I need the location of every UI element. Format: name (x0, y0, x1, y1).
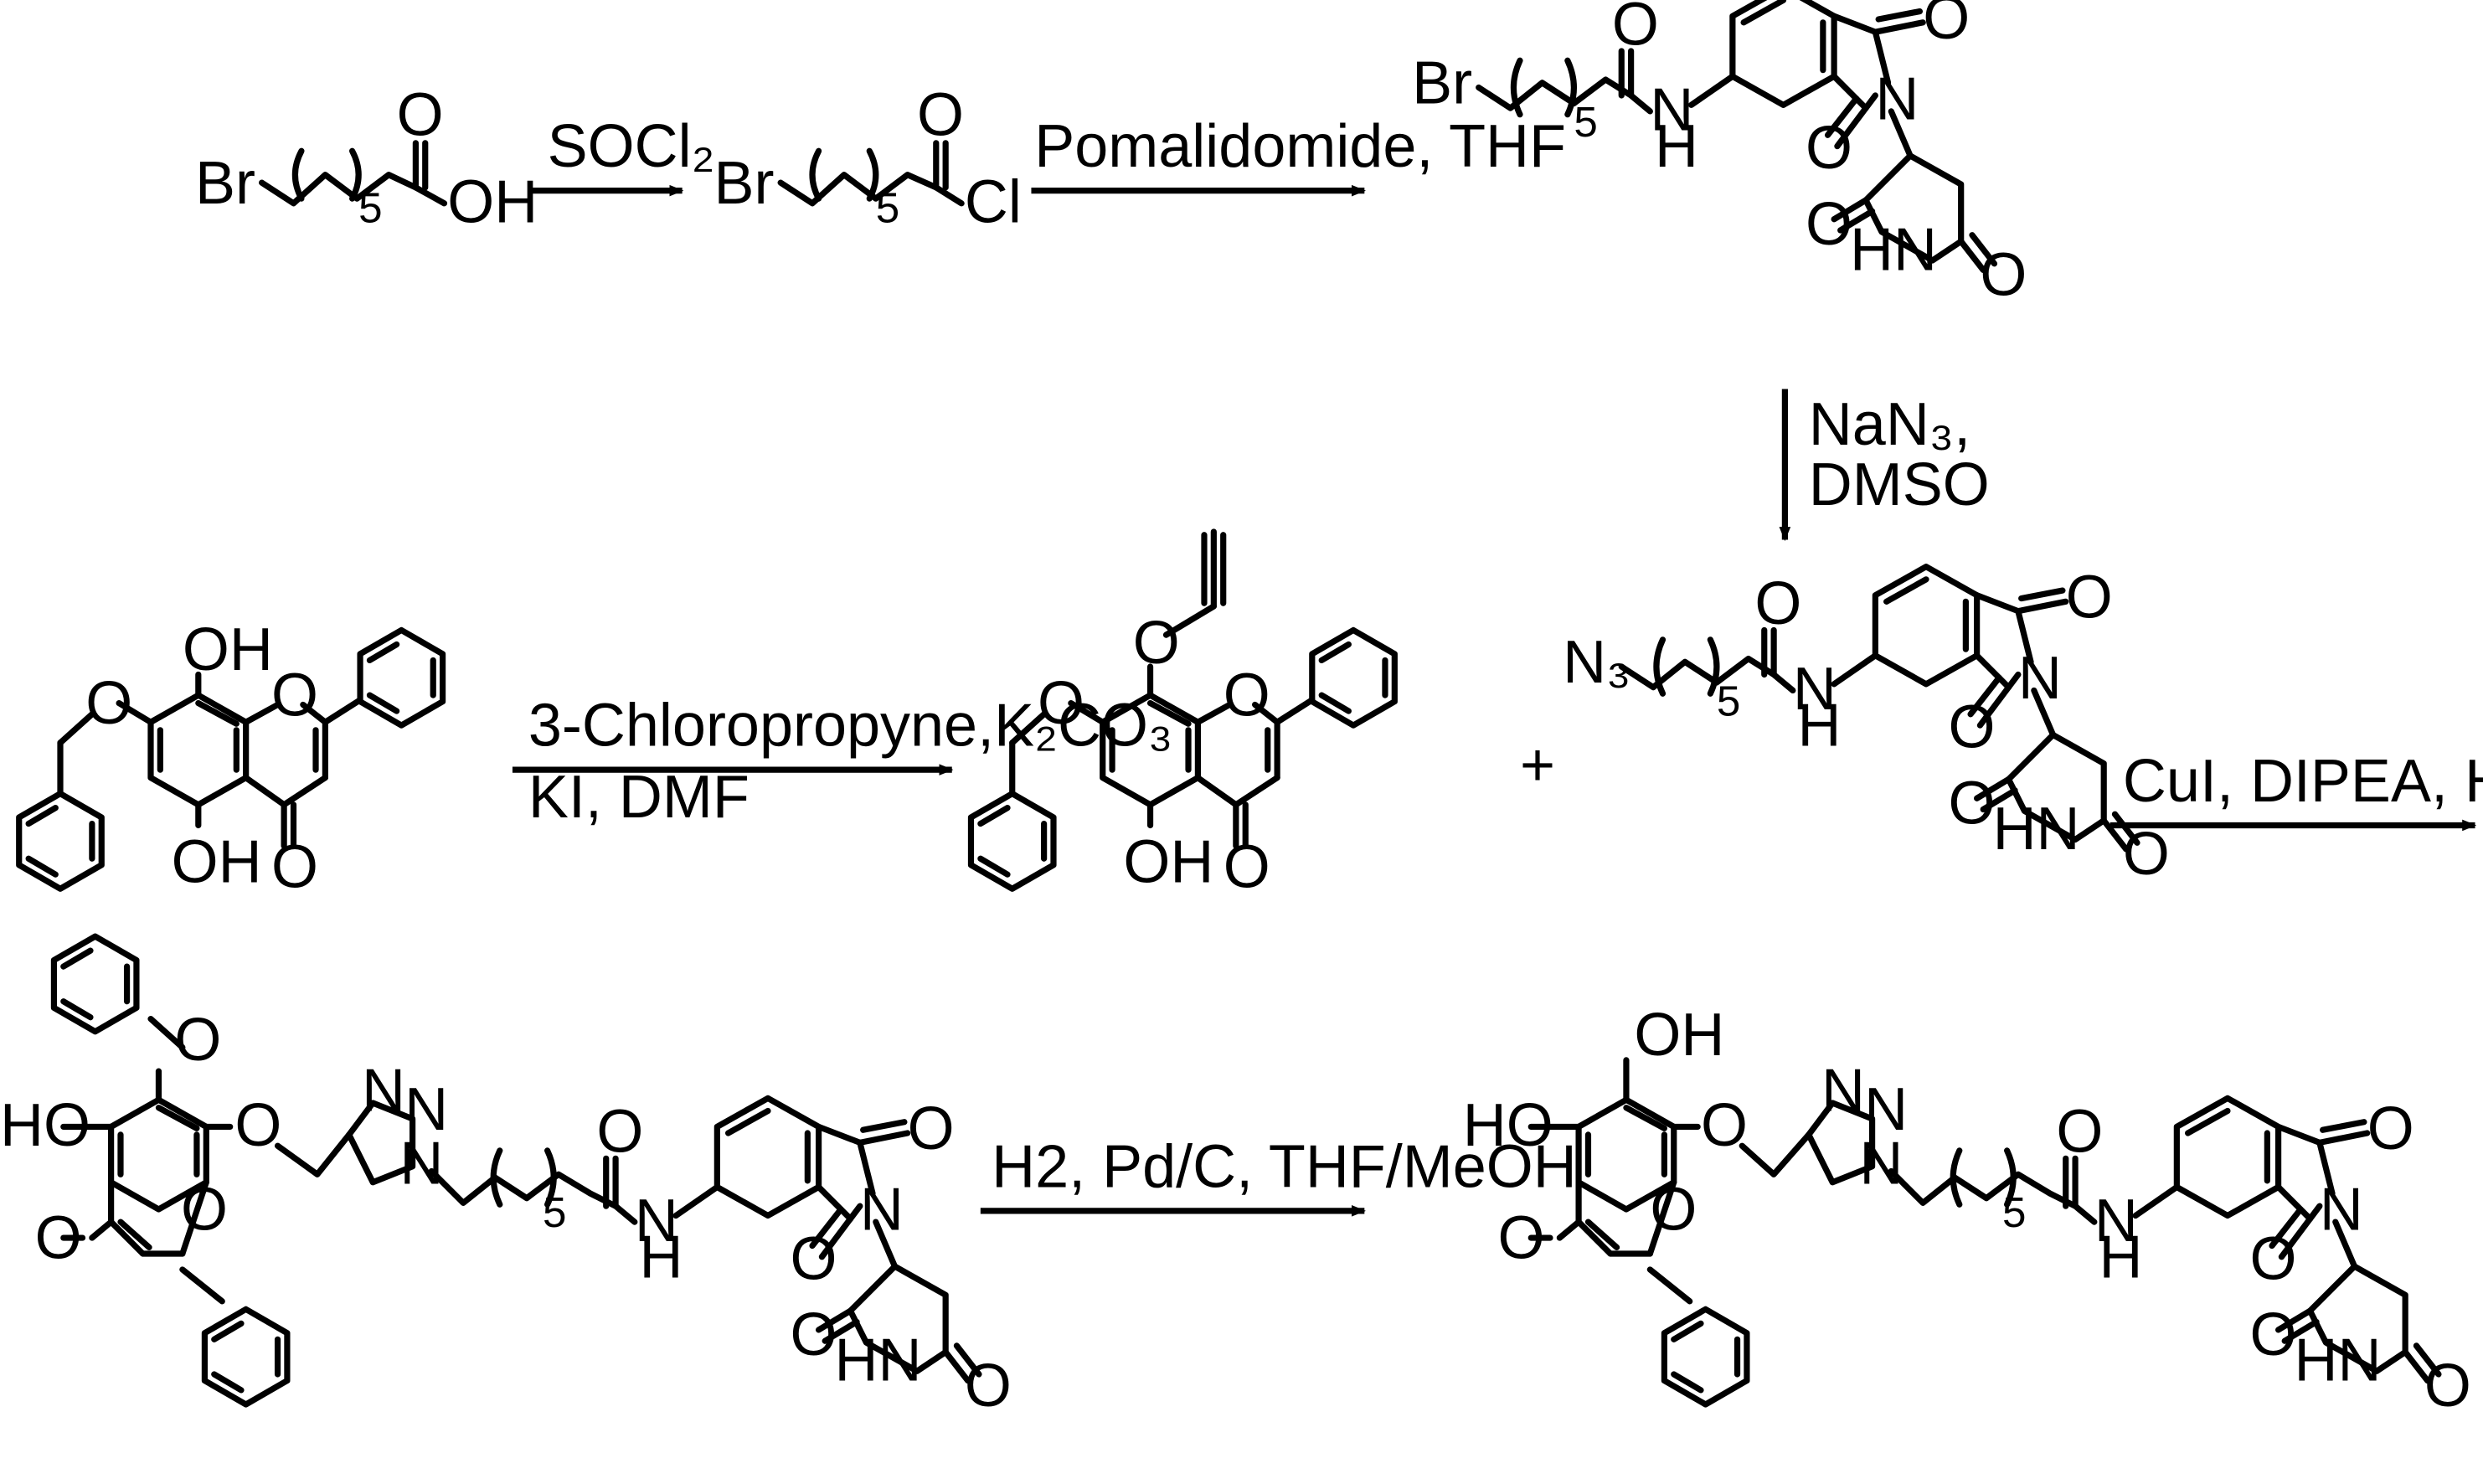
reagent-ki-dmf: KI, DMF (528, 764, 750, 831)
atom-o: O (85, 670, 132, 737)
atom-oh: OH (183, 616, 273, 683)
arrow-step5: CuI, DIPEA, HMPA (2110, 748, 2483, 832)
atom-n: N (1821, 1057, 1865, 1124)
arrow-step2: Pomalidomide, THF (1031, 113, 1566, 197)
arrow-step1: SOCl₂ (531, 113, 715, 197)
atom-o: O (2056, 1099, 2103, 1166)
atom-ho: HO (0, 1092, 90, 1159)
atom-h: H (1655, 113, 1698, 180)
atom-br: Br (195, 150, 255, 217)
azido-pomalidomide-conjugate: N₃ O N H 5 (1563, 564, 2170, 888)
reagent-cui-dipea-hmpa: CuI, DIPEA, HMPA (2123, 748, 2483, 815)
atom-n-triazole: N (1859, 1131, 1903, 1198)
atom-o: O (1701, 1092, 1748, 1159)
reagent-chloropropyne-k2co3: 3-Chloropropyne,K₂CO₃ (528, 693, 1172, 760)
final-product: HO OH O O O N N N O N H 5 (1463, 1002, 2471, 1420)
bromooctanoic-acid: Br O OH 5 (195, 81, 538, 235)
repeat-count: 5 (876, 184, 899, 232)
repeat-count: 5 (1574, 98, 1597, 146)
atom-o: O (596, 1099, 643, 1166)
atom-oh: OH (172, 829, 262, 896)
atom-o: O (1038, 670, 1084, 737)
atom-br: Br (714, 150, 775, 217)
atom-o: O (234, 1092, 281, 1159)
atom-oh: OH (447, 169, 538, 236)
repeat-count: 5 (1717, 678, 1740, 725)
arrow-step4: 3-Chloropropyne,K₂CO₃ KI, DMF (512, 693, 1172, 831)
atom-n: N (2094, 1188, 2138, 1255)
atom-o: O (1754, 570, 1801, 637)
atom-o-ring: O (181, 1177, 228, 1244)
benzyl-protected-triazole-conjugate: HO O O O O N N N O N H 5 (0, 936, 1012, 1420)
atom-cl: Cl (965, 169, 1022, 236)
atom-n3: N₃ (1563, 629, 1630, 696)
atom-o: O (397, 81, 444, 148)
propargyloxy-flavone: O OH O (971, 528, 1394, 900)
reagent-dmso: DMSO (1809, 451, 1990, 518)
repeat-count: 5 (543, 1188, 566, 1236)
atom-h: H (1798, 693, 1842, 760)
arrow-step6: H2, Pd/C, THF/MeOH (980, 1133, 1577, 1217)
atom-oh: OH (1634, 1002, 1724, 1069)
arrow-step3: NaN₃, DMSO (1779, 389, 1990, 542)
reagent-nan3: NaN₃, (1809, 391, 1970, 458)
plus-sign: + (1520, 732, 1555, 799)
atom-o: O (1133, 610, 1180, 677)
atom-o-ring: O (1650, 1177, 1697, 1244)
atom-o: O (1612, 0, 1659, 58)
benzyloxy-dihydroxyflavone: OH OH O (19, 616, 443, 901)
atom-n: N (404, 1076, 448, 1143)
atom-n-triazole: N (399, 1131, 443, 1198)
bromo-pomalidomide-conjugate: Br O N H 5 (1412, 0, 2027, 309)
atom-n: N (635, 1188, 678, 1255)
atom-o: O (174, 1007, 221, 1074)
repeat-count: 5 (2002, 1188, 2026, 1236)
atom-n: N (1864, 1076, 1908, 1143)
atom-h: H (640, 1224, 683, 1291)
atom-o: O (917, 81, 964, 148)
bromooctanoyl-chloride: Br O Cl 5 (714, 81, 1022, 235)
atom-n: N (362, 1057, 405, 1124)
atom-br: Br (1412, 49, 1472, 116)
atom-oh: OH (1123, 829, 1213, 896)
atom-n: N (1793, 656, 1836, 723)
reagent-h2-pdc: H2, Pd/C, THF/MeOH (992, 1133, 1577, 1200)
reagent-socl2: SOCl₂ (548, 113, 715, 180)
reagent-pomalidomide-thf: Pomalidomide, THF (1034, 113, 1566, 180)
atom-n: N (1650, 77, 1693, 144)
atom-h: H (2099, 1224, 2143, 1291)
repeat-count: 5 (358, 184, 382, 232)
atom-ho: HO (1463, 1092, 1553, 1159)
